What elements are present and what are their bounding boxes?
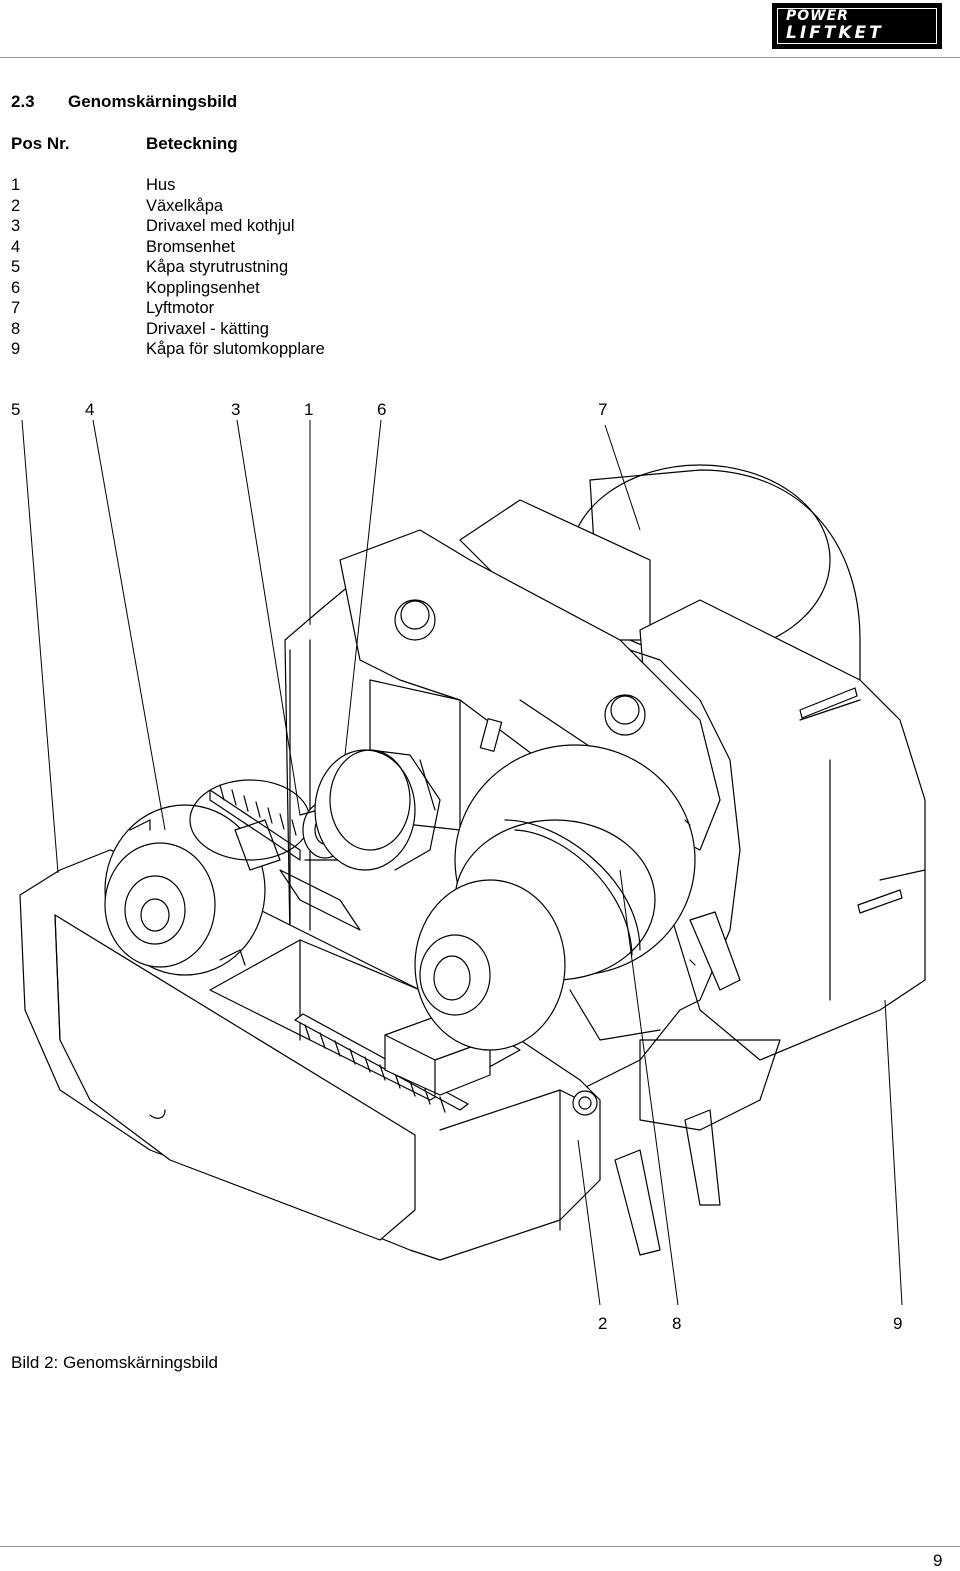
callout-5: 5 (11, 400, 21, 419)
part-number: 2 (11, 196, 21, 215)
callout-4: 4 (85, 400, 95, 419)
power-liftket-logo: POWER LIFTKET (772, 3, 942, 49)
part-name: Kopplingsenhet (146, 278, 260, 297)
part-number: 3 (11, 217, 21, 235)
section-heading: 2.3 Genomskärningsbild (11, 92, 237, 112)
leader-line-2 (578, 1140, 600, 1305)
part-name: Lyftmotor (146, 299, 215, 317)
coupling-drawing (315, 750, 440, 870)
part-number: 9 (11, 340, 21, 358)
leader-line-8 (620, 870, 678, 1305)
leader-line-4 (93, 420, 165, 830)
chain-guide-drawing (615, 1040, 780, 1255)
leader-line-9 (885, 1000, 902, 1305)
header-divider (0, 57, 960, 58)
limit-switch-drawing (685, 820, 740, 990)
part-number: 5 (11, 258, 21, 276)
callout-7: 7 (598, 400, 608, 419)
section-number: 2.3 (11, 92, 35, 111)
chain-drive-drawing (415, 745, 695, 1050)
callout-9: 9 (893, 1314, 903, 1333)
callout-2: 2 (598, 1314, 608, 1333)
brake-unit-drawing (105, 805, 280, 975)
callout-1: 1 (304, 400, 314, 419)
part-number: 1 (11, 176, 21, 194)
leader-line-5 (22, 420, 58, 873)
figure-caption: Bild 2: Genomskärningsbild (11, 1353, 218, 1372)
footer-divider (0, 1546, 960, 1547)
column-header-pos: Pos Nr. (11, 134, 70, 153)
callout-8: 8 (672, 1314, 682, 1333)
part-name: Kåpa styrutrustning (146, 258, 289, 276)
leader-lines (22, 420, 902, 1305)
part-name: Bromsenhet (146, 237, 235, 256)
part-name: Växelkåpa (146, 196, 224, 215)
callout-6: 6 (377, 400, 387, 419)
part-number: 4 (11, 237, 21, 256)
leader-line-3 (237, 420, 300, 815)
leader-line-6 (345, 420, 381, 755)
part-name: Kåpa för slutomkopplare (146, 340, 325, 358)
part-name: Hus (146, 176, 176, 194)
part-number: 8 (11, 319, 21, 338)
part-number: 7 (11, 299, 21, 317)
part-name: Drivaxel med kothjul (146, 217, 295, 235)
column-header-name: Beteckning (146, 134, 238, 153)
part-name: Drivaxel - kätting (146, 319, 269, 338)
logo-line-2: LIFTKET (786, 23, 884, 43)
page-number: 9 (933, 1551, 943, 1570)
logo-frame (777, 8, 937, 44)
callout-3: 3 (231, 400, 241, 419)
leader-line-7 (605, 425, 640, 530)
section-title: Genomskärningsbild (68, 92, 238, 111)
part-number: 6 (11, 278, 21, 297)
logo-line-1: POWER (786, 8, 849, 24)
